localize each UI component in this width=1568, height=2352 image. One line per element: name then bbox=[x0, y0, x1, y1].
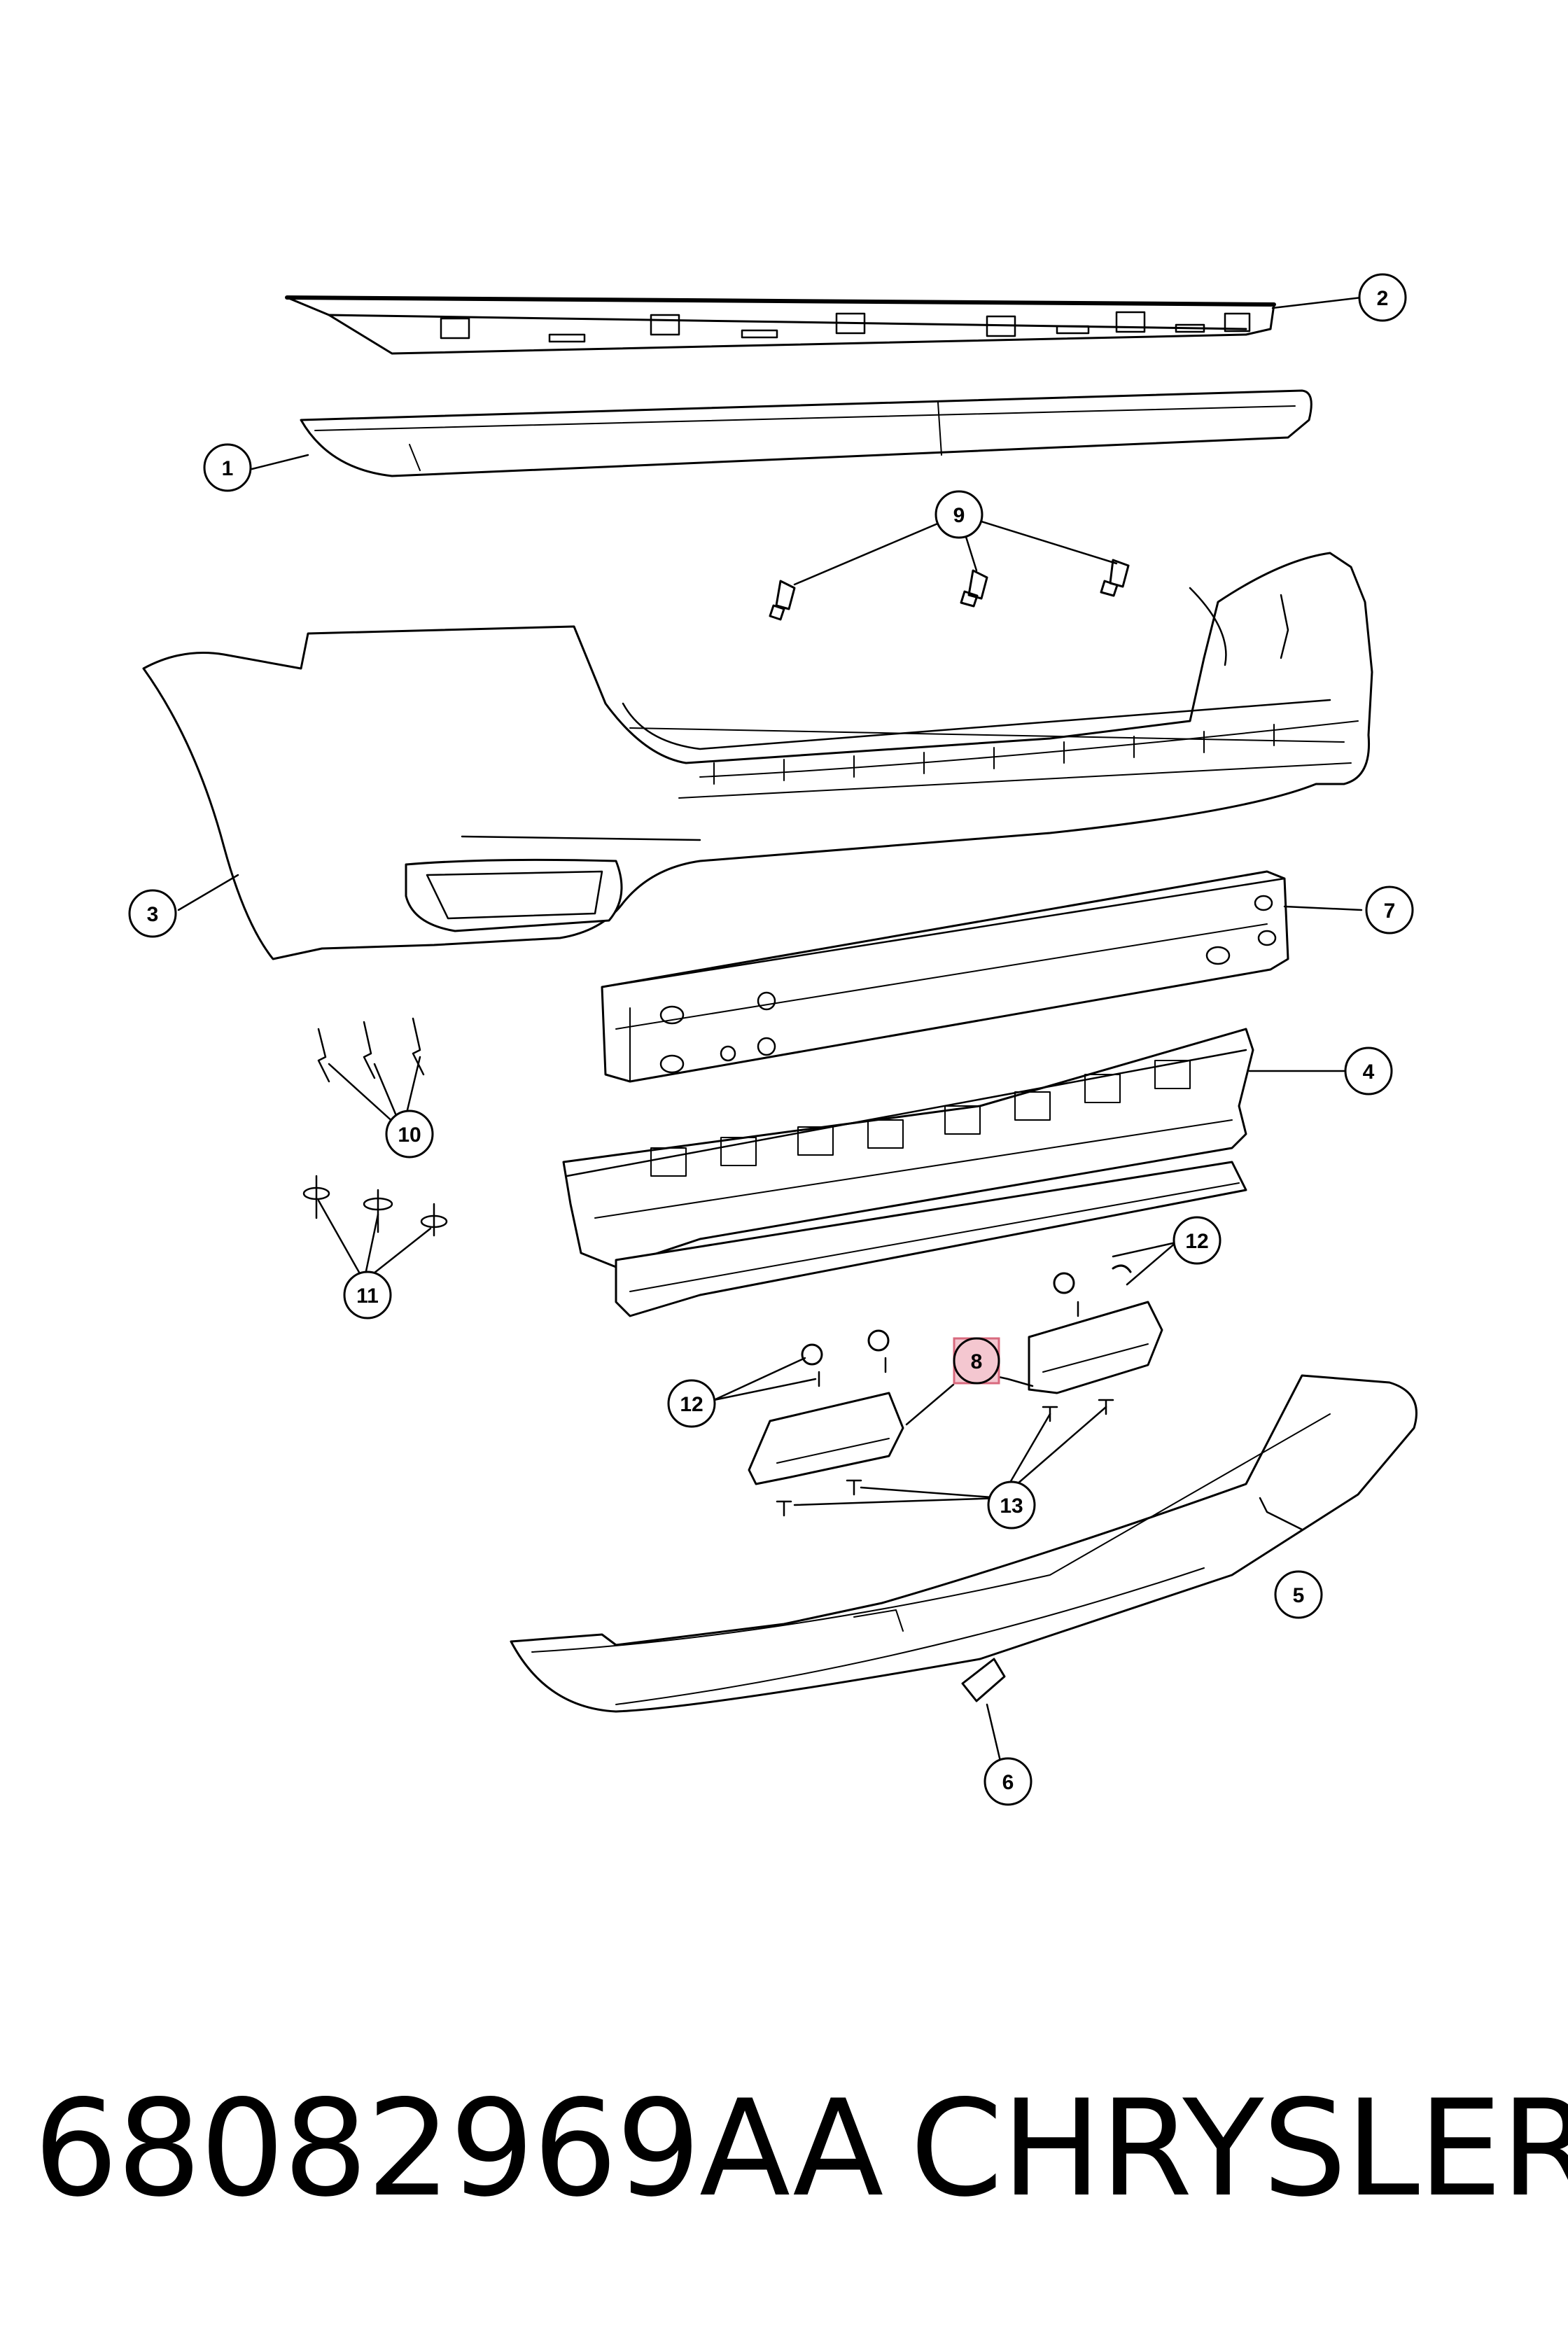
callout-12-left-label: 12 bbox=[680, 1393, 703, 1416]
callout-13-label: 13 bbox=[1000, 1494, 1023, 1518]
callout-2[interactable]: 2 bbox=[1358, 273, 1407, 322]
part-3-bumper-fascia bbox=[142, 552, 1373, 960]
callout-1[interactable]: 1 bbox=[203, 443, 252, 492]
part-10-rivets bbox=[317, 1017, 425, 1083]
callout-8-label: 8 bbox=[971, 1350, 983, 1373]
callout-6-label: 6 bbox=[1002, 1771, 1014, 1794]
callout-12-left[interactable]: 12 bbox=[667, 1379, 716, 1428]
callout-8[interactable]: 8 bbox=[953, 1337, 1000, 1385]
part-5-lower-valance bbox=[510, 1374, 1418, 1713]
callout-9-label: 9 bbox=[953, 504, 965, 527]
callout-7-label: 7 bbox=[1384, 899, 1396, 923]
callout-11-label: 11 bbox=[356, 1284, 379, 1308]
callout-5[interactable]: 5 bbox=[1274, 1570, 1323, 1619]
callout-4[interactable]: 4 bbox=[1344, 1046, 1393, 1096]
callout-12-right[interactable]: 12 bbox=[1172, 1216, 1222, 1265]
part-number: 68082969AA bbox=[34, 2071, 883, 2226]
callout-1-label: 1 bbox=[222, 457, 234, 480]
part-4-energy-absorber bbox=[562, 1028, 1254, 1317]
callout-2-label: 2 bbox=[1377, 287, 1389, 310]
part-2-upper-retainer bbox=[285, 295, 1276, 355]
part-7-reinforcement-bar bbox=[601, 870, 1289, 1083]
callout-3-label: 3 bbox=[147, 903, 159, 926]
callout-9[interactable]: 9 bbox=[934, 490, 983, 539]
brand-name: CHRYSLER bbox=[910, 2071, 1568, 2226]
part-6-tow-cover bbox=[961, 1658, 1006, 1702]
part-1-applique bbox=[300, 389, 1312, 477]
callout-3[interactable]: 3 bbox=[128, 889, 177, 938]
callout-12-right-label: 12 bbox=[1185, 1230, 1208, 1253]
callout-11[interactable]: 11 bbox=[343, 1270, 392, 1320]
part-8-brackets bbox=[748, 1264, 1163, 1485]
callout-6[interactable]: 6 bbox=[983, 1757, 1032, 1806]
callout-5-label: 5 bbox=[1293, 1584, 1305, 1607]
exploded-parts-diagram: 2 1 9 3 7 4 10 12 11 8 12 13 bbox=[128, 273, 1418, 1806]
part-9-push-pins bbox=[769, 559, 1130, 621]
callout-13[interactable]: 13 bbox=[987, 1480, 1036, 1530]
callout-7[interactable]: 7 bbox=[1365, 886, 1414, 934]
callout-4-label: 4 bbox=[1363, 1060, 1375, 1084]
callout-10-label: 10 bbox=[398, 1124, 421, 1147]
part-11-fasteners bbox=[302, 1175, 448, 1237]
callout-10[interactable]: 10 bbox=[385, 1110, 434, 1158]
